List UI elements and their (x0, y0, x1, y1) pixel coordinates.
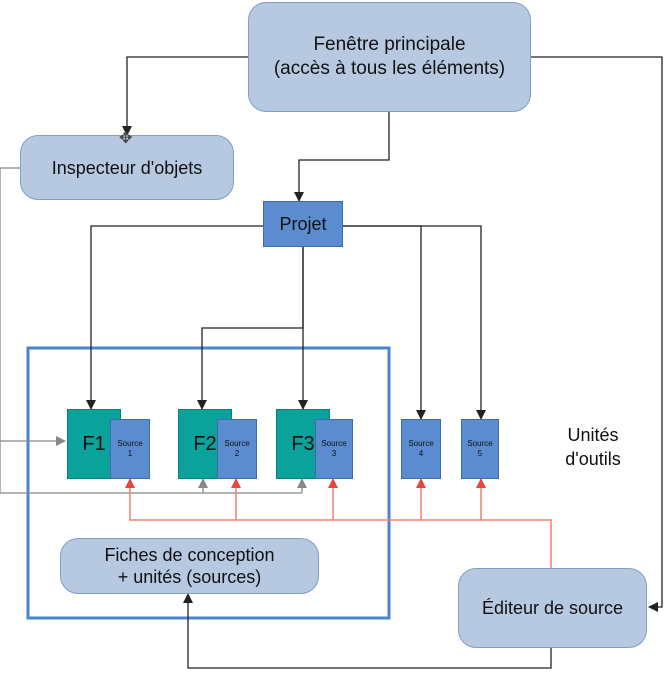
source-editor-node[interactable]: Éditeur de source (458, 568, 647, 648)
source-tab-1[interactable]: Source 1 (110, 419, 150, 479)
main-window-node[interactable]: Fenêtre principale (accès à tous les élé… (248, 2, 531, 112)
source-unit-4[interactable]: Source 4 (401, 419, 441, 479)
object-inspector-node[interactable]: Inspecteur d'objets (20, 135, 234, 200)
source-tab-3[interactable]: Source 3 (315, 419, 353, 479)
design-forms-node[interactable]: Fiches de conception + unités (sources) (60, 538, 319, 594)
source-unit-5[interactable]: Source 5 (461, 419, 499, 479)
edge-window-to-editor (531, 56, 663, 612)
edge-editor-to-sources (125, 478, 552, 568)
edge-project-to-f1 (86, 225, 263, 410)
edge-inspector-to-f1 (0, 167, 66, 446)
edge-editor-to-fiches (183, 593, 552, 669)
source-tab-2[interactable]: Source 2 (217, 419, 257, 479)
tool-units-label: Unités d'outils (565, 425, 621, 469)
edge-window-to-inspector (122, 56, 248, 136)
edge-window-to-project (294, 112, 390, 202)
project-node[interactable]: Projet (263, 201, 343, 247)
forms-group-frame (26, 346, 391, 620)
edge-inspector-to-f2-f3 (0, 441, 302, 494)
move-cursor-icon: ✥ (119, 130, 133, 147)
edge-project-to-source5 (343, 225, 486, 420)
